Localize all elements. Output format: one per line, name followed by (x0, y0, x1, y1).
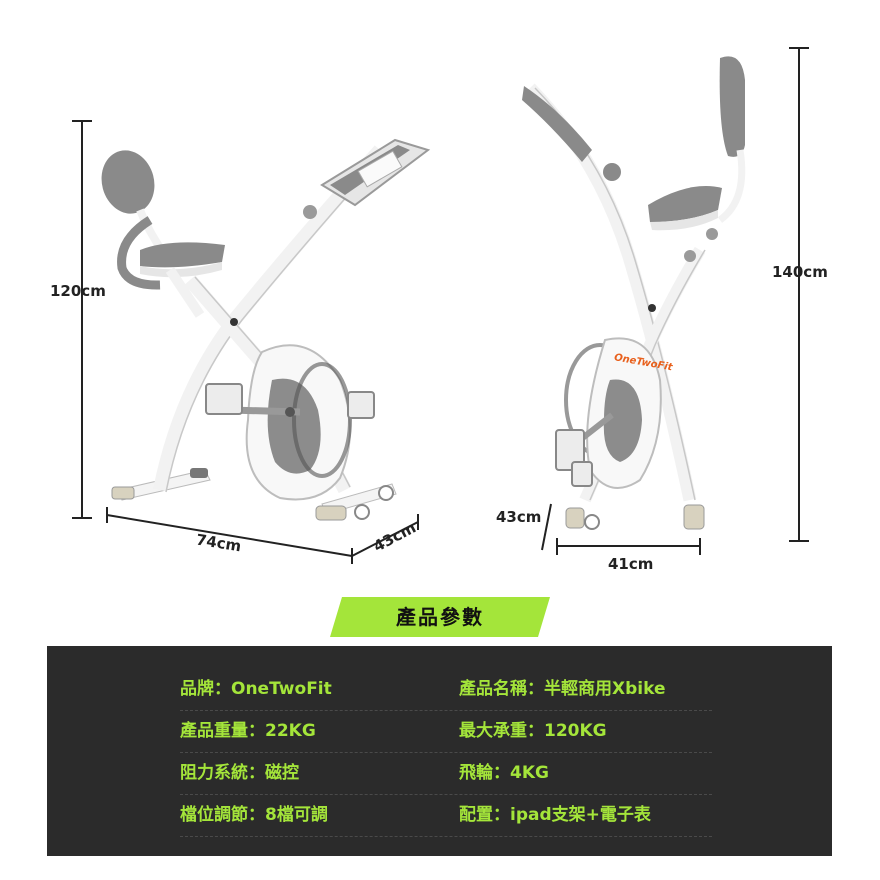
left-height-label: 120cm (50, 282, 106, 300)
right-height-label: 140cm (772, 263, 828, 281)
section-title: 產品參數 (396, 605, 484, 629)
front-foot (565, 507, 600, 530)
handlebar-grip (522, 86, 621, 181)
front-stabilizer (315, 483, 397, 521)
pedal-crank (555, 412, 614, 487)
spec-product-name: 產品名稱：半輕商用Xbike (459, 679, 666, 699)
spec-levels: 檔位調節：8檔可調 (180, 805, 328, 825)
spec-brand: 品牌：OneTwoFit (180, 679, 332, 699)
depth-dimension-line (541, 503, 552, 551)
section-title-banner (330, 597, 550, 637)
spec-flywheel: 飛輪：4KG (459, 763, 549, 783)
right-depth-label: 43cm (496, 508, 542, 526)
spec-config: 配置：ipad支架+電子表 (459, 805, 651, 825)
spec-divider (180, 794, 712, 795)
height-dimension-line (72, 120, 92, 519)
flywheel-housing (564, 337, 662, 489)
base-width-dimension-line (556, 538, 701, 555)
spec-divider (180, 836, 712, 837)
total-height-dimension-line (789, 47, 809, 542)
rear-foot (683, 504, 705, 530)
side-handle-left (117, 216, 161, 290)
bike-side-view-illustration: OneTwoFit (522, 47, 809, 555)
spec-resistance: 阻力系統：磁控 (180, 763, 299, 783)
right-width-label: 41cm (608, 555, 654, 573)
backrest (717, 56, 746, 223)
flywheel-housing (245, 344, 352, 501)
spec-weight: 產品重量：22KG (180, 721, 316, 741)
spec-panel: 品牌：OneTwoFit 產品名稱：半輕商用Xbike 產品重量：22KG 最大… (47, 646, 832, 856)
spec-max-load: 最大承重：120KG (459, 721, 607, 741)
spec-divider (180, 752, 712, 753)
backrest (101, 150, 174, 265)
pedal-crank (205, 383, 375, 419)
seat (140, 242, 225, 278)
rear-leg-tube (153, 145, 386, 492)
width-dimension-line (351, 514, 419, 557)
seat (648, 186, 722, 231)
tablet-holder (320, 138, 431, 207)
spec-divider (180, 710, 712, 711)
bike-front-view-illustration (72, 120, 431, 564)
